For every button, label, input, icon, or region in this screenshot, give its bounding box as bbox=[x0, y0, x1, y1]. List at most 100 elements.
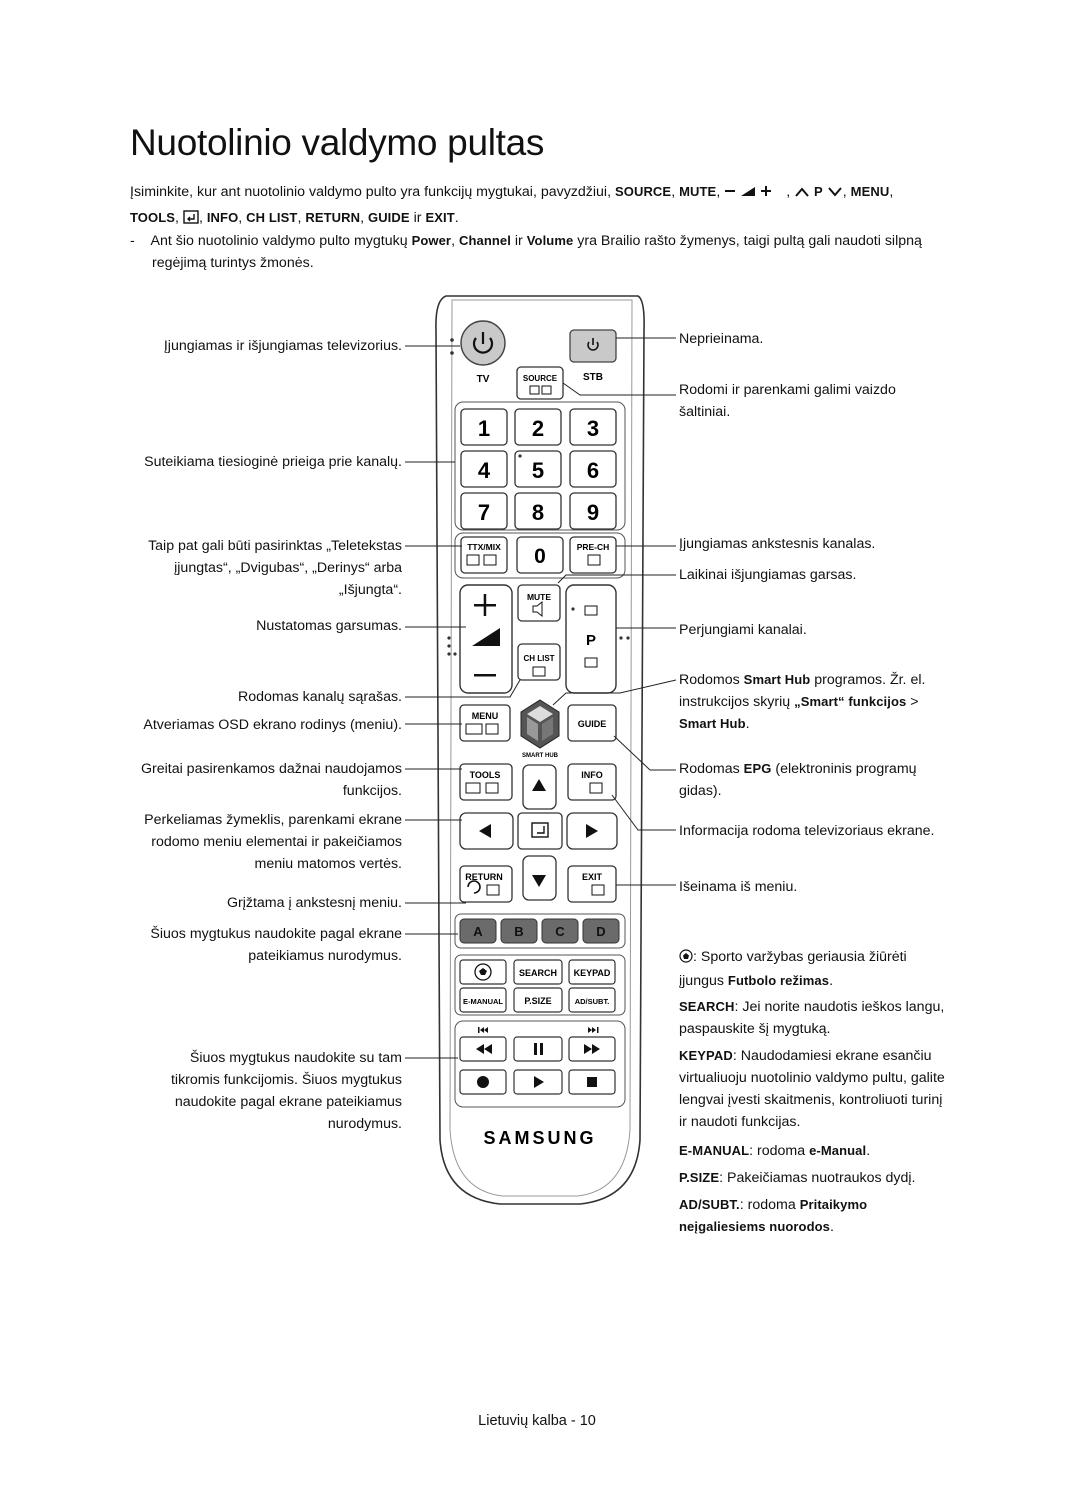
next-icon bbox=[588, 1027, 599, 1033]
ad-subt-button[interactable]: AD/SUBT. bbox=[568, 987, 616, 1013]
color-button-b[interactable]: B bbox=[500, 918, 538, 944]
digit-5-button[interactable]: 5 bbox=[514, 450, 562, 488]
color-label-a: A bbox=[473, 924, 483, 939]
mute-label: MUTE bbox=[527, 592, 551, 602]
return-button[interactable]: RETURN bbox=[459, 865, 513, 903]
enter-button[interactable] bbox=[517, 812, 563, 850]
digit-2-button[interactable]: 2 bbox=[514, 408, 562, 446]
label-media-buttons: Šiuos mygtukus naudokite su tam tikromis… bbox=[170, 1050, 402, 1132]
color-label-c: C bbox=[555, 924, 565, 939]
digit-0-label: 0 bbox=[534, 545, 546, 568]
label-return: Grįžtama į ankstesnį meniu. bbox=[226, 895, 402, 911]
p-label: P bbox=[586, 632, 596, 649]
braille-note: - Ant šio nuotolinio valdymo pulto mygtu… bbox=[130, 233, 922, 271]
digit-1-label: 1 bbox=[478, 416, 490, 441]
nav-up-button[interactable] bbox=[522, 764, 557, 810]
smart-hub-button[interactable] bbox=[520, 699, 560, 749]
play-button[interactable] bbox=[513, 1069, 563, 1095]
channel-rocker[interactable]: P bbox=[565, 584, 617, 694]
menu-label: MENU bbox=[472, 711, 499, 721]
label-adsubt: AD/SUBT.: rodoma Pritaikymo neįgaliesiem… bbox=[679, 1197, 868, 1235]
ttx-mix-button[interactable]: TTX/MIX bbox=[460, 536, 508, 574]
label-ttx: Taip pat gali būti pasirinktas „Teleteks… bbox=[148, 538, 402, 598]
label-digits: Suteikiama tiesioginė prieiga prie kanal… bbox=[144, 454, 402, 470]
ttx-label: TTX/MIX bbox=[467, 542, 501, 552]
mute-button[interactable]: MUTE bbox=[517, 584, 561, 622]
football-icon bbox=[679, 948, 693, 970]
label-channel: Perjungiami kanalai. bbox=[679, 622, 807, 638]
menu-button[interactable]: MENU bbox=[459, 704, 511, 742]
label-exit: Išeinama iš meniu. bbox=[679, 879, 798, 895]
keypad-label: KEYPAD bbox=[574, 968, 611, 978]
digit-2-label: 2 bbox=[532, 416, 544, 441]
source-button[interactable]: SOURCE bbox=[516, 366, 564, 400]
tv-label: TV bbox=[477, 374, 490, 385]
return-label: RETURN bbox=[465, 872, 503, 882]
nav-right-button[interactable] bbox=[566, 812, 618, 850]
page-footer: Lietuvių kalba - 10 bbox=[478, 1413, 596, 1429]
digit-1-button[interactable]: 1 bbox=[460, 408, 508, 446]
digit-8-label: 8 bbox=[532, 500, 544, 525]
digit-6-label: 6 bbox=[587, 458, 599, 483]
fast-forward-button[interactable] bbox=[568, 1036, 616, 1062]
channel-up-icon bbox=[794, 183, 810, 206]
digit-4-button[interactable]: 4 bbox=[460, 450, 508, 488]
emanual-label: E-MANUAL bbox=[463, 997, 503, 1006]
keypad-button[interactable]: KEYPAD bbox=[568, 959, 616, 985]
braille-dot bbox=[518, 454, 522, 458]
digit-7-button[interactable]: 7 bbox=[460, 492, 508, 530]
stb-label: STB bbox=[583, 372, 603, 383]
digit-0-button[interactable]: 0 bbox=[516, 536, 564, 574]
digit-6-button[interactable]: 6 bbox=[569, 450, 617, 488]
label-tools: Greitai pasirenkamos dažnai naudojamos f… bbox=[140, 761, 402, 799]
search-label: SEARCH bbox=[519, 968, 557, 978]
label-chlist: Rodomas kanalų sąrašas. bbox=[237, 689, 402, 705]
pause-button[interactable] bbox=[513, 1036, 563, 1062]
info-button[interactable]: INFO bbox=[567, 763, 617, 801]
guide-label: GUIDE bbox=[578, 719, 607, 729]
pre-ch-button[interactable]: PRE-CH bbox=[569, 536, 617, 574]
source-label: SOURCE bbox=[523, 374, 558, 383]
volume-rocker[interactable] bbox=[459, 584, 513, 694]
label-navigation: Perkeliamas žymeklis, parenkami ekrane r… bbox=[144, 812, 402, 872]
color-button-d[interactable]: D bbox=[582, 918, 620, 944]
ch-list-button[interactable]: CH LIST bbox=[517, 643, 561, 681]
psize-label: P.SIZE bbox=[524, 996, 551, 1006]
smarthub-label: SMART HUB bbox=[522, 753, 559, 759]
power-button[interactable] bbox=[460, 320, 506, 366]
digit-5-label: 5 bbox=[532, 458, 544, 483]
label-football: : Sporto varžybas geriausia žiūrėti įjun… bbox=[679, 948, 907, 989]
record-button[interactable] bbox=[459, 1069, 507, 1095]
rewind-button[interactable] bbox=[459, 1036, 507, 1062]
stop-button[interactable] bbox=[568, 1069, 616, 1095]
label-color-buttons: Šiuos mygtukus naudokite pagal ekrane pa… bbox=[150, 926, 402, 964]
digit-8-button[interactable]: 8 bbox=[514, 492, 562, 530]
label-psize: P.SIZE: Pakeičiamas nuotraukos dydį. bbox=[679, 1170, 916, 1186]
e-manual-button[interactable]: E-MANUAL bbox=[459, 987, 507, 1013]
nav-left-button[interactable] bbox=[459, 812, 514, 850]
p-size-button[interactable]: P.SIZE bbox=[513, 987, 563, 1013]
stb-power-button[interactable] bbox=[569, 329, 617, 363]
digit-3-button[interactable]: 3 bbox=[569, 408, 617, 446]
info-label: INFO bbox=[581, 770, 603, 780]
color-button-a[interactable]: A bbox=[459, 918, 497, 944]
color-button-c[interactable]: C bbox=[541, 918, 579, 944]
exit-button[interactable]: EXIT bbox=[567, 865, 617, 903]
guide-button[interactable]: GUIDE bbox=[567, 704, 617, 742]
football-mode-button[interactable] bbox=[459, 959, 507, 985]
digit-4-label: 4 bbox=[478, 458, 491, 483]
digit-9-button[interactable]: 9 bbox=[569, 492, 617, 530]
digit-9-label: 9 bbox=[587, 500, 599, 525]
color-label-b: B bbox=[514, 924, 523, 939]
digit-7-label: 7 bbox=[478, 500, 490, 525]
tools-label: TOOLS bbox=[470, 770, 501, 780]
search-button[interactable]: SEARCH bbox=[513, 959, 563, 985]
label-smarthub: Rodomos Smart Hub programos. Žr. el. ins… bbox=[679, 672, 926, 732]
label-source: Rodomi ir parenkami galimi vaizdo šaltin… bbox=[679, 382, 896, 420]
tools-button[interactable]: TOOLS bbox=[459, 763, 513, 801]
page-title: Nuotolinio valdymo pultas bbox=[130, 122, 545, 163]
label-keypad: KEYPAD: Naudodamiesi ekrane esančiu virt… bbox=[679, 1048, 945, 1130]
nav-down-button[interactable] bbox=[522, 855, 557, 901]
label-search: SEARCH: Jei norite naudotis ieškos langu… bbox=[679, 999, 945, 1037]
